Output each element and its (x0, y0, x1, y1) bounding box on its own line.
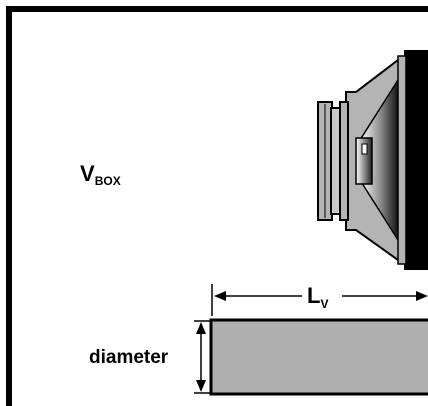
speaker-baffle (404, 50, 428, 270)
length-arrowhead-right (416, 291, 428, 301)
volume-label-main: V (80, 161, 95, 186)
speaker-surround (397, 55, 407, 265)
diameter-arrowhead-bottom (196, 380, 206, 392)
length-arrowhead-left (214, 291, 226, 301)
port-diameter-dimension: diameter (89, 320, 210, 394)
length-label-main: L (307, 283, 320, 308)
length-label: LV (307, 283, 328, 311)
diameter-label: diameter (89, 347, 169, 368)
volume-label-sub: BOX (95, 174, 121, 188)
speaker-voice-coil (355, 137, 373, 185)
speaker-magnet-plate-front (339, 101, 349, 221)
diameter-arrowhead-top (196, 322, 206, 334)
enclosure-outline (6, 6, 428, 406)
length-label-sub: V (320, 297, 328, 311)
port-length-dimension: LV (211, 283, 428, 316)
speaker-pole-piece (361, 143, 368, 155)
port-tube (209, 318, 428, 396)
volume-label: VBOX (80, 161, 121, 188)
speaker-driver (317, 50, 428, 270)
